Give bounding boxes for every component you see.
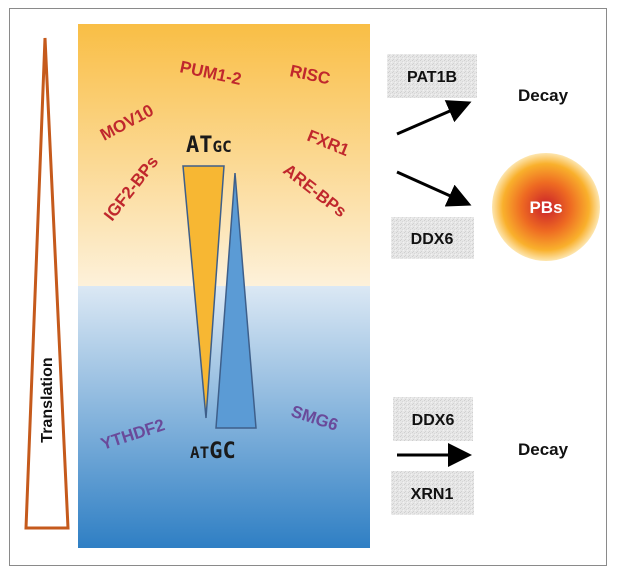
gc-bottom-big: GC [209,439,236,464]
at-bottom-small: AT [190,443,209,462]
pat1b-label: PAT1B [407,69,457,86]
pat1b-box [387,54,477,98]
ddx6-bottom-label: DDX6 [412,412,455,429]
gc-rich-wedge [215,172,257,429]
upper-panel [78,24,370,286]
translation-label: Translation [39,357,56,442]
decay-top-label: Decay [518,86,569,105]
gc-top-small: GC [213,137,232,156]
at-gc-top-label: ATGC [186,133,232,158]
translation-wedge [24,37,70,530]
arrow-to-pbs [396,170,472,207]
xrn1-label: XRN1 [411,486,454,503]
ddx6-top-box [391,217,474,259]
at-gc-bottom-label: ATGC [190,439,236,464]
arrow-to-decay-top [396,100,472,136]
xrn1-box [391,471,474,515]
pbs-label: PBs [529,198,562,217]
ddx6-top-label: DDX6 [411,231,454,248]
at-top-big: AT [186,133,213,158]
decay-bottom-label: Decay [518,440,569,459]
ddx6-bottom-box [393,397,473,441]
at-rich-wedge [182,165,225,419]
pbs-sphere [492,153,600,261]
